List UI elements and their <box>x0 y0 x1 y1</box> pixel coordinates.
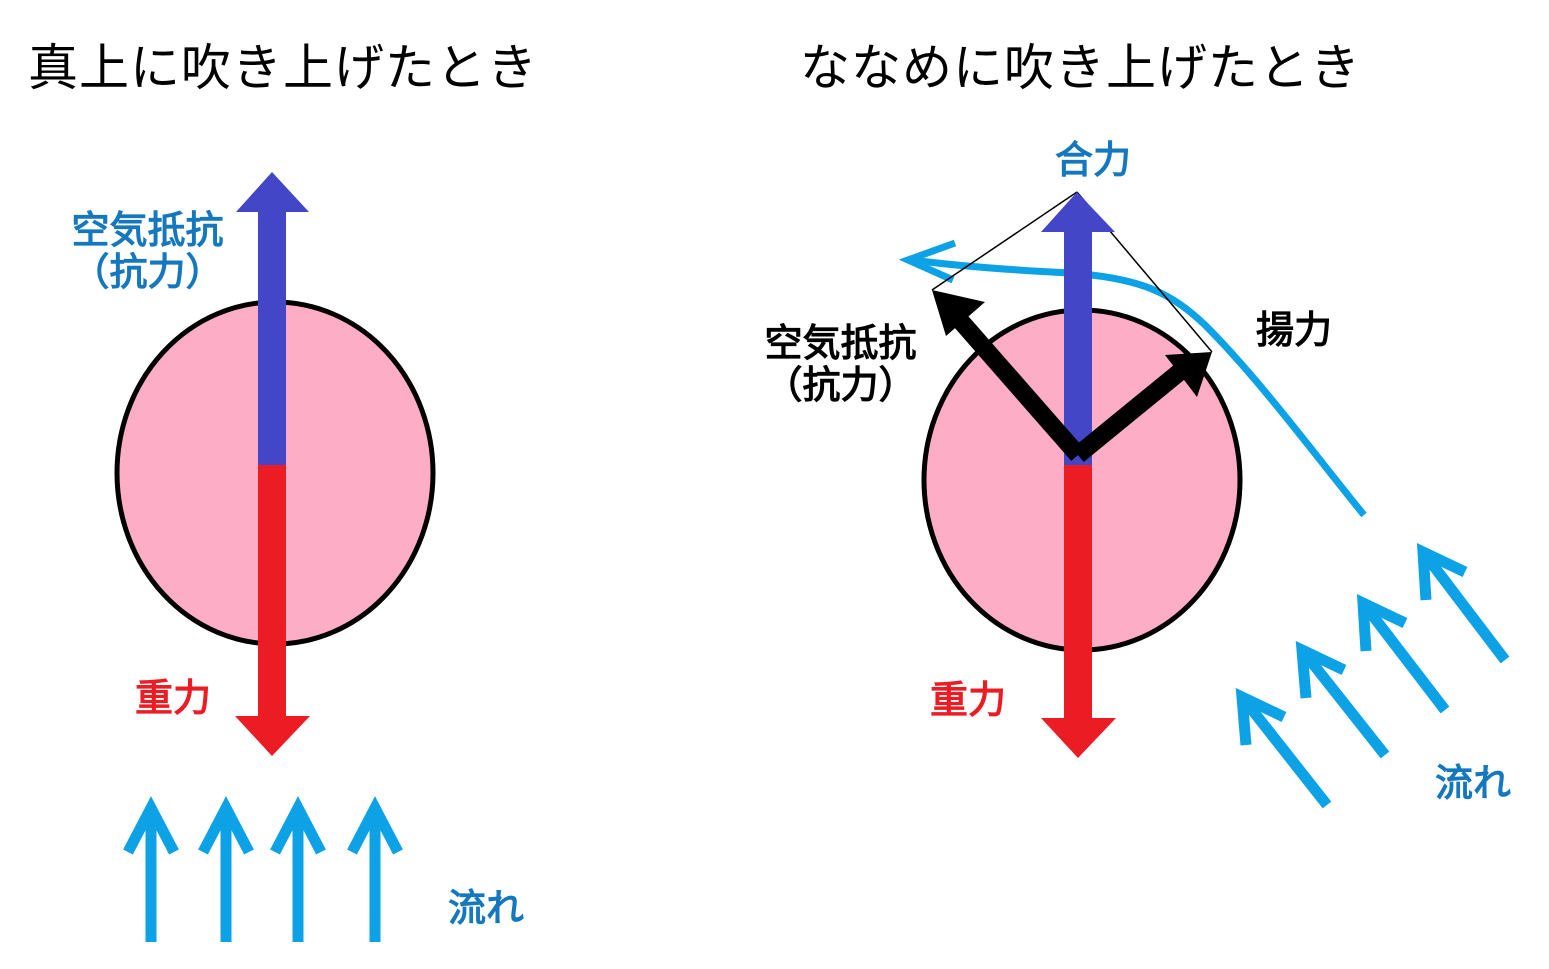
right-gravity-label: 重力 <box>930 678 1007 722</box>
right-air-resistance-line1: 空気抵抗 <box>764 321 917 365</box>
left-flow-arrow <box>198 796 254 942</box>
right-flow-arrow <box>1235 687 1332 809</box>
right-flow-arrows <box>1235 543 1510 809</box>
left-air-resistance-line1: 空気抵抗 <box>71 208 224 252</box>
right-flow-arrow <box>1295 640 1390 759</box>
right-panel-title: ななめに吹き上げたとき <box>800 39 1361 97</box>
left-flow-arrows <box>123 796 403 942</box>
right-air-resistance-label: 空気抵抗 （抗力） <box>748 321 933 407</box>
left-flow-arrow <box>347 796 403 942</box>
right-flow-label: 流れ <box>1435 761 1512 805</box>
left-air-resistance-arrow <box>236 172 309 466</box>
lift-label: 揚力 <box>1256 308 1333 352</box>
left-air-resistance-label: 空気抵抗 （抗力） <box>55 208 240 294</box>
left-air-resistance-line2: （抗力） <box>71 249 224 294</box>
left-flow-label: 流れ <box>448 886 525 930</box>
right-gravity-arrow <box>1041 465 1116 758</box>
left-gravity-arrow <box>235 465 310 756</box>
right-flow-arrow <box>1356 594 1450 714</box>
lift-arrow <box>1072 352 1212 462</box>
left-flow-arrow <box>270 796 326 942</box>
resultant-force-label: 合力 <box>1055 138 1132 182</box>
left-panel-title: 真上に吹き上げたとき <box>28 39 538 97</box>
resultant-force-arrow <box>1041 192 1115 468</box>
right-flow-arrow <box>1416 543 1510 664</box>
left-gravity-label: 重力 <box>135 676 212 720</box>
left-panel <box>114 172 436 942</box>
right-panel <box>898 191 1510 809</box>
right-air-resistance-arrow <box>932 290 1085 461</box>
right-air-resistance-line2: （抗力） <box>764 362 917 407</box>
left-flow-arrow <box>123 796 179 942</box>
